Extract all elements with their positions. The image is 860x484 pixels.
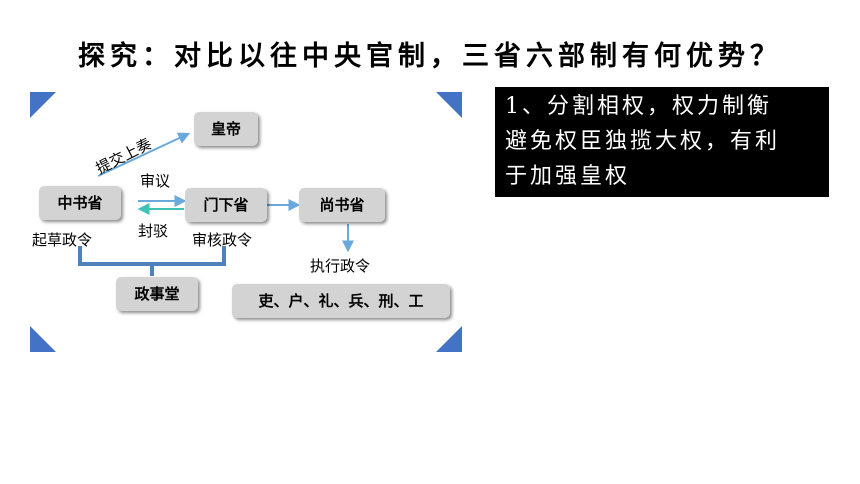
- node-zhongshu: 中书省: [39, 186, 121, 220]
- page-title: 探究：对比以往中央官制，三省六部制有何优势？: [78, 41, 782, 72]
- node-zhengshitang: 政事堂: [116, 277, 198, 311]
- label-verify: 审核政令: [192, 231, 253, 249]
- answer-line-2: 避免权臣独揽大权，有利: [505, 129, 781, 154]
- bracket-zhengshitang: [78, 246, 226, 276]
- label-draft: 起草政令: [32, 231, 93, 249]
- node-menxia: 门下省: [185, 188, 267, 222]
- corner-top-left: [30, 92, 56, 118]
- node-shangshu: 尚书省: [299, 188, 385, 222]
- answer-line-1: 1、分割相权，权力制衡: [505, 94, 772, 119]
- label-execute: 执行政令: [310, 257, 371, 275]
- corner-top-right: [436, 92, 462, 118]
- corner-bottom-right: [436, 326, 462, 352]
- answer-box: 1、分割相权，权力制衡 避免权臣独揽大权，有利 于加强皇权: [495, 87, 829, 197]
- answer-line-3: 于加强皇权: [505, 164, 631, 189]
- label-review: 审议: [140, 172, 171, 190]
- corner-bottom-left: [30, 326, 56, 352]
- label-reject: 封驳: [138, 222, 169, 240]
- node-six-ministries: 吏、户、礼、兵、刑、工: [232, 284, 450, 318]
- node-emperor: 皇帝: [194, 112, 258, 146]
- arrow-submit: [97, 132, 191, 177]
